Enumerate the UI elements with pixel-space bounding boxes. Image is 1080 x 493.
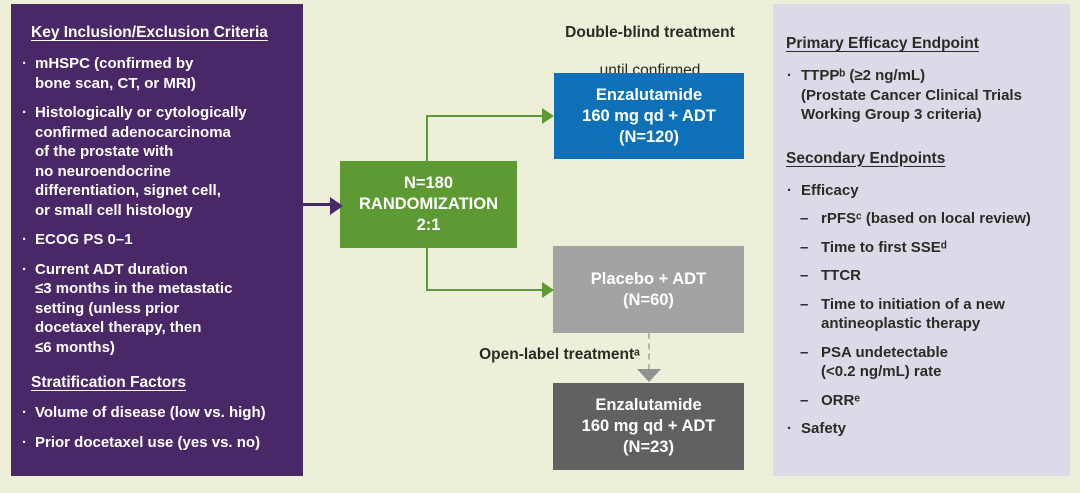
criteria-item-mhspc: · mHSPC (confirmed by bone scan, CT, or … — [21, 54, 295, 93]
bullet-dot-icon: · — [787, 67, 792, 84]
primary-endpoint-heading: Primary Efficacy Endpoint — [786, 35, 979, 52]
criteria-text: mHSPC (confirmed by bone scan, CT, or MR… — [35, 55, 196, 92]
double-blind-note-title: Double-blind treatment — [565, 24, 735, 41]
bullet-dot-icon: · — [22, 404, 27, 421]
bullet-dot-icon: · — [22, 260, 27, 278]
randomization-box: N=180 RANDOMIZATION 2:1 — [340, 161, 517, 248]
efficacy-sub-item-sse: – Time to first SSEᵈ — [800, 238, 1062, 258]
enzalutamide-arm-box: Enzalutamide 160 mg qd + ADT (N=120) — [554, 73, 744, 159]
randomization-to-enzalutamide-line-horizontal — [426, 115, 544, 117]
open-label-dashed-line — [648, 333, 650, 370]
inclusion-criteria-heading: Key Inclusion/Exclusion Criteria — [31, 24, 268, 41]
efficacy-sub-text: ORRᵉ — [821, 391, 860, 409]
bullet-dot-icon: · — [22, 231, 27, 248]
dash-icon: – — [800, 343, 809, 361]
efficacy-sub-text: PSA undetectable (<0.2 ng/mL) rate — [821, 343, 948, 381]
dash-icon: – — [800, 267, 809, 284]
enzalutamide-arrowhead-icon — [542, 108, 554, 124]
criteria-item-adt-duration: · Current ADT duration ≤3 months in the … — [21, 260, 295, 358]
bullet-dot-icon: · — [22, 104, 27, 121]
stratification-item-docetaxel: · Prior docetaxel use (yes vs. no) — [21, 433, 295, 453]
endpoints-panel: Primary Efficacy Endpoint · TTPPᵇ (≥2 ng… — [773, 4, 1070, 476]
criteria-text: Histologically or cytologically confirme… — [35, 104, 247, 219]
efficacy-sub-text: TTCR — [821, 267, 861, 284]
secondary-efficacy-label: Efficacy — [801, 181, 859, 199]
efficacy-sub-item-ttcr: – TTCR — [800, 266, 1062, 286]
placebo-arrowhead-icon — [542, 282, 554, 298]
bullet-dot-icon: · — [787, 181, 792, 199]
placebo-arm-box: Placebo + ADT (N=60) — [553, 246, 744, 333]
dash-icon: – — [800, 391, 809, 409]
randomization-to-placebo-line-vertical — [426, 248, 428, 290]
efficacy-sub-text: rPFSᶜ (based on local review) — [821, 210, 1031, 227]
primary-endpoint-text: TTPPᵇ (≥2 ng/mL) (Prostate Cancer Clinic… — [801, 67, 1022, 123]
inclusion-exclusion-panel: Key Inclusion/Exclusion Criteria · mHSPC… — [11, 4, 303, 476]
efficacy-sub-item-orr: – ORRᵉ — [800, 391, 1062, 411]
efficacy-sub-item-antineoplastic: – Time to initiation of a new antineopla… — [800, 295, 1062, 334]
stratification-item-volume: · Volume of disease (low vs. high) — [21, 403, 295, 423]
criteria-item-histology: · Histologically or cytologically confir… — [21, 103, 295, 220]
efficacy-sub-item-psa: – PSA undetectable (<0.2 ng/mL) rate — [800, 343, 1062, 382]
stratification-factors-heading: Stratification Factors — [31, 374, 187, 391]
open-label-enzalutamide-box: Enzalutamide 160 mg qd + ADT (N=23) — [553, 383, 744, 470]
bullet-dot-icon: · — [787, 420, 792, 437]
open-label-note: Open-label treatmentᵃ — [479, 346, 640, 363]
criteria-text: Current ADT duration ≤3 months in the me… — [35, 260, 233, 356]
bullet-dot-icon: · — [22, 433, 27, 451]
secondary-efficacy-item: · Efficacy — [786, 181, 1062, 201]
primary-endpoint-item: · TTPPᵇ (≥2 ng/mL) (Prostate Cancer Clin… — [786, 66, 1062, 125]
secondary-safety-label: Safety — [801, 420, 847, 437]
criteria-item-ecog: · ECOG PS 0–1 — [21, 230, 295, 250]
open-label-arrowhead-icon — [637, 369, 661, 382]
efficacy-sub-item-rpfs: – rPFSᶜ (based on local review) — [800, 209, 1062, 229]
secondary-endpoints-heading: Secondary Endpoints — [786, 149, 946, 167]
randomization-to-placebo-line-horizontal — [426, 289, 544, 291]
dash-icon: – — [800, 295, 809, 313]
criteria-text: ECOG PS 0–1 — [35, 231, 133, 248]
efficacy-sub-text: Time to first SSEᵈ — [821, 238, 947, 256]
entry-arrow-line — [303, 203, 332, 206]
stratification-text: Prior docetaxel use (yes vs. no) — [35, 433, 261, 451]
stratification-text: Volume of disease (low vs. high) — [35, 404, 266, 421]
dash-icon: – — [800, 210, 809, 227]
bullet-dot-icon: · — [22, 55, 27, 72]
randomization-to-enzalutamide-line-vertical — [426, 116, 428, 161]
efficacy-sub-text: Time to initiation of a new antineoplast… — [821, 295, 1005, 333]
dash-icon: – — [800, 238, 809, 256]
entry-arrowhead-icon — [330, 196, 343, 215]
secondary-safety-item: · Safety — [786, 419, 1062, 439]
